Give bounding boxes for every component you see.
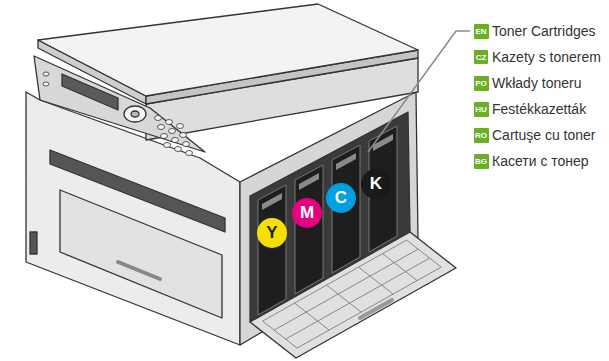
side-port [30,232,37,254]
scanner-lid [38,4,418,96]
language-code: HU [474,102,489,117]
tray-handle [118,262,160,279]
toner-color-badge: Y [257,218,287,248]
color-letter: Y [266,224,277,242]
language-code-text: RO [475,131,487,140]
language-code: PO [474,76,489,91]
callout-label: Toner Cartridges [492,23,596,39]
language-code: EN [474,24,489,39]
language-code-text: CZ [476,53,487,62]
language-code: BG [474,154,489,169]
language-code-text: BG [475,157,487,166]
door-ribs [263,240,442,348]
language-code: RO [474,128,489,143]
door-handle [360,300,392,318]
callout-label: Касети с тонер [492,153,589,169]
toner-color-badge: C [326,183,356,213]
nav-button [131,111,139,117]
language-code-text: EN [475,27,486,36]
language-code-text: PO [475,79,487,88]
callout-label: Kazety s tonerem [492,49,601,65]
paper-tray [60,190,222,318]
toner-color-badge: K [361,169,391,199]
color-letter: M [300,204,314,222]
nav-button [124,106,146,122]
color-letter: K [370,175,382,193]
callout-label: Cartuşe cu toner [492,127,596,143]
callout-label: Festékkazetták [492,101,586,117]
toner-color-badge: M [292,198,322,228]
front-door [250,232,456,358]
leader-line [368,31,470,152]
color-letter: C [335,189,347,207]
callout-label: Wkłady toneru [492,75,581,91]
language-code-text: HU [475,105,487,114]
language-code: CZ [474,50,488,64]
